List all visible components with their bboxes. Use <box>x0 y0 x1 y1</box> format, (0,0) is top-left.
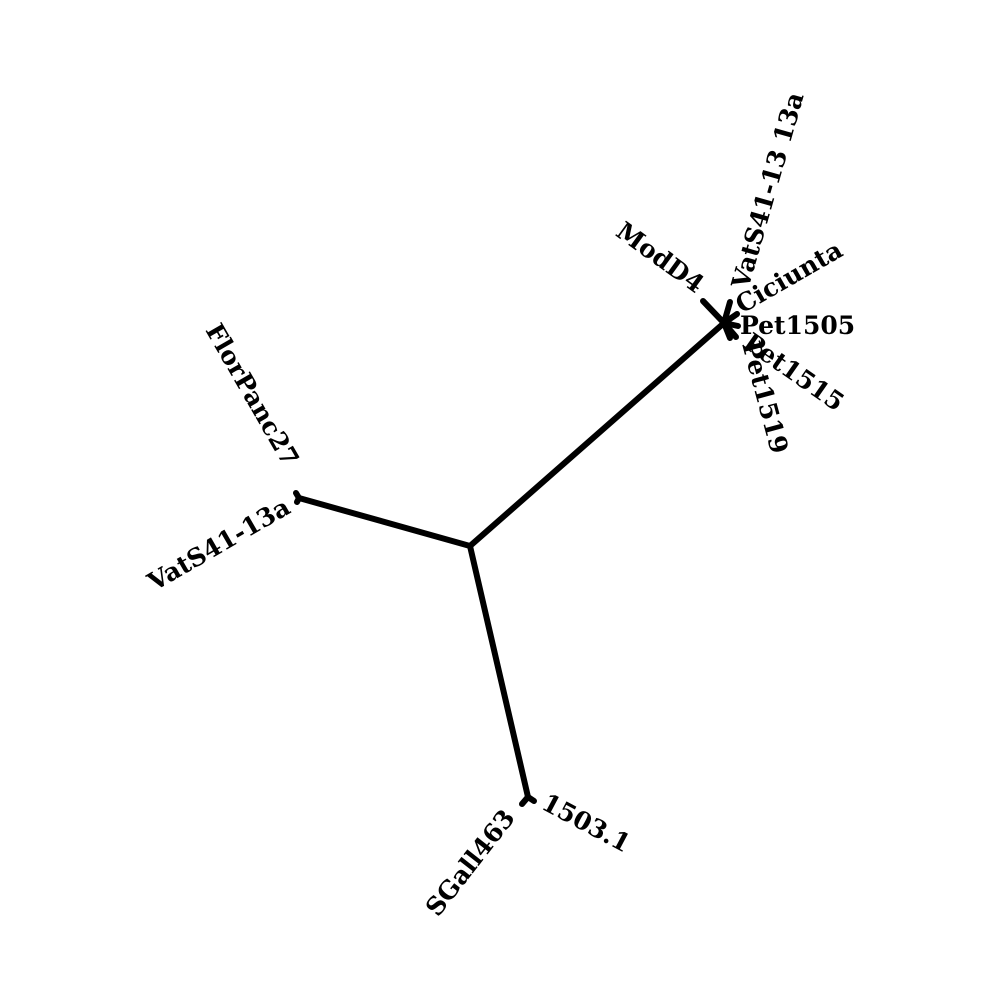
leaf-label-pet1505: Pet1505 <box>740 311 855 340</box>
branch-modd4 <box>700 298 727 326</box>
leaf-label-florpanc27: FlorPanc27 <box>200 319 305 472</box>
branch-center-to-lower-clade <box>467 543 531 800</box>
branch-1503-1 <box>525 794 537 804</box>
branch-center-to-left-clade <box>296 495 473 549</box>
leaf-label-1503-1: 1503.1 <box>537 788 635 859</box>
branch-center-to-upper-clade <box>467 320 727 549</box>
leaf-label-vats41-13a: VatS41-13a <box>142 492 295 597</box>
branch-vats41-13a <box>294 495 302 505</box>
leaf-label-modd4: ModD4 <box>611 216 710 299</box>
branch-pet1519 <box>721 320 733 341</box>
leaf-label-sgall463: SGall463 <box>420 804 521 922</box>
